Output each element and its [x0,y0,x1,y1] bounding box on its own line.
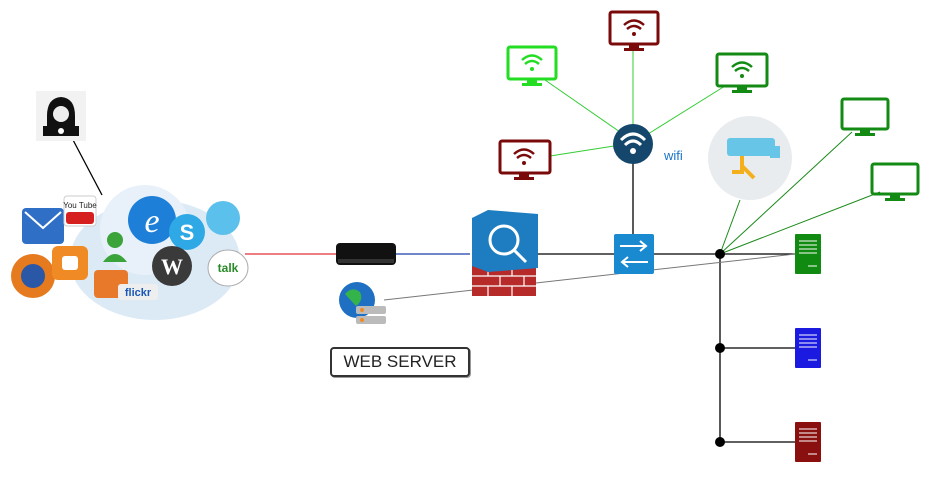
server-red-icon [795,422,821,462]
modem-icon [336,243,396,265]
bus-junctions [715,249,725,447]
wifi-to-monitor-green-line [544,79,621,133]
switch-icon [614,234,654,274]
junction-dot [715,437,725,447]
junction-dot [715,343,725,353]
skype-icon [169,214,205,250]
web-server-icon [339,282,386,324]
wordpress-icon [152,246,192,286]
svg-text:W: W [161,254,183,279]
server-blue-icon [795,328,821,368]
gtalk-icon [207,249,249,287]
monitor-wifi-left-icon [498,139,552,180]
web-server-label-text: WEB SERVER [343,352,457,371]
mail-icon [22,208,64,244]
junction-dot [715,249,725,259]
connection-lines [71,46,881,443]
messenger-icon [103,232,127,262]
firewall-icon [472,210,538,296]
monitor-wifi-green-bright-icon [506,45,558,86]
bus-to-camera-line [719,199,741,255]
monitor-wifi-right-icon [715,52,769,93]
hacker-to-internet-line [71,137,103,196]
bus-to-monitor-right-line [719,191,881,255]
ie-icon [128,196,176,244]
monitor-right-icon [870,162,920,201]
cloud-badge-talk: talk [218,261,239,275]
webserver-to-server-line [383,253,796,301]
wifi-to-monitor-right-line [647,85,726,135]
wifi-hub-icon [613,124,653,164]
wifi-label: wifi [664,148,683,163]
twitter-icon [206,201,240,235]
internet-cloud: You Tube e S flickr W talk [11,185,249,320]
web-server-label: WEB SERVER [330,347,470,377]
monitor-top-right-icon [840,97,890,136]
cloud-badge-flickr: flickr [125,287,152,299]
wifi-to-monitor-left-line [549,145,615,157]
cloud-badge-youtube: You Tube [63,201,97,210]
flickr-badge [118,284,158,300]
camera-icon [708,116,792,200]
server-green-icon [795,234,821,274]
cloud-badge-ie: e [144,203,159,240]
monitor-wifi-top-icon [608,10,660,51]
bus-to-monitor-top-right-line [719,131,853,255]
cloud-badge-skype: S [180,220,195,245]
hacker-icon [36,91,86,141]
